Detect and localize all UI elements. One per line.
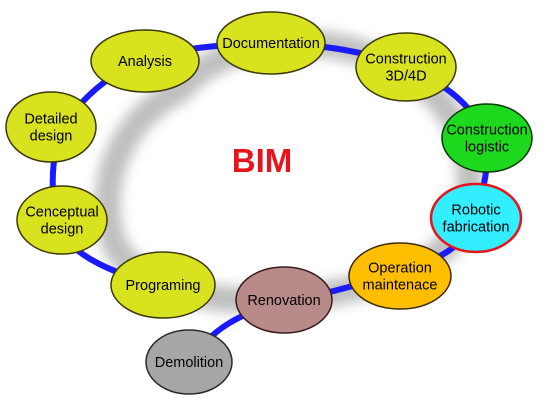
node-shape-analysis bbox=[90, 29, 200, 93]
node-shape-robotic-fabrication bbox=[429, 182, 523, 254]
node-renovation: Renovation bbox=[235, 266, 333, 334]
node-label-operation-maintenace: Operation bbox=[368, 261, 432, 277]
node-label-detailed-design: Detailed bbox=[24, 112, 77, 128]
node-shape-programing bbox=[110, 251, 216, 319]
node-label-robotic-fabrication: fabrication bbox=[443, 220, 510, 236]
node-label-conceptual-design: Cenceptual bbox=[25, 205, 98, 221]
node-label-demolition: Demolition bbox=[155, 355, 224, 371]
node-shape-documentation bbox=[216, 11, 326, 75]
node-shape-demolition bbox=[145, 329, 233, 395]
node-documentation: Documentation bbox=[216, 11, 326, 75]
node-label-documentation: Documentation bbox=[222, 36, 320, 52]
node-label-programing: Programing bbox=[126, 278, 201, 294]
node-label-analysis: Analysis bbox=[118, 54, 172, 70]
node-label-robotic-fabrication: Robotic bbox=[451, 203, 500, 219]
node-label-operation-maintenace: maintenace bbox=[363, 278, 438, 294]
node-shape-construction-logistic bbox=[441, 103, 533, 173]
node-shape-operation-maintenace bbox=[348, 242, 452, 310]
node-label-construction-logistic: Construction bbox=[446, 123, 527, 139]
node-demolition: Demolition bbox=[145, 329, 233, 395]
node-shape-conceptual-design bbox=[16, 185, 108, 255]
node-shape-construction-3d4d bbox=[355, 32, 457, 102]
node-label-construction-logistic: logistic bbox=[465, 140, 509, 156]
node-label-construction-3d4d: 3D/4D bbox=[385, 69, 426, 85]
node-analysis: Analysis bbox=[90, 29, 200, 93]
node-shape-detailed-design bbox=[5, 91, 97, 163]
node-label-conceptual-design: design bbox=[41, 222, 84, 238]
nodes-layer: AnalysisDocumentationConstruction3D/4DCo… bbox=[5, 11, 533, 395]
node-programing: Programing bbox=[110, 251, 216, 319]
node-label-detailed-design: design bbox=[30, 129, 73, 145]
node-label-renovation: Renovation bbox=[247, 293, 320, 309]
node-label-construction-3d4d: Construction bbox=[365, 52, 446, 68]
diagram-title: BIM bbox=[232, 142, 293, 179]
node-shape-renovation bbox=[235, 266, 333, 334]
